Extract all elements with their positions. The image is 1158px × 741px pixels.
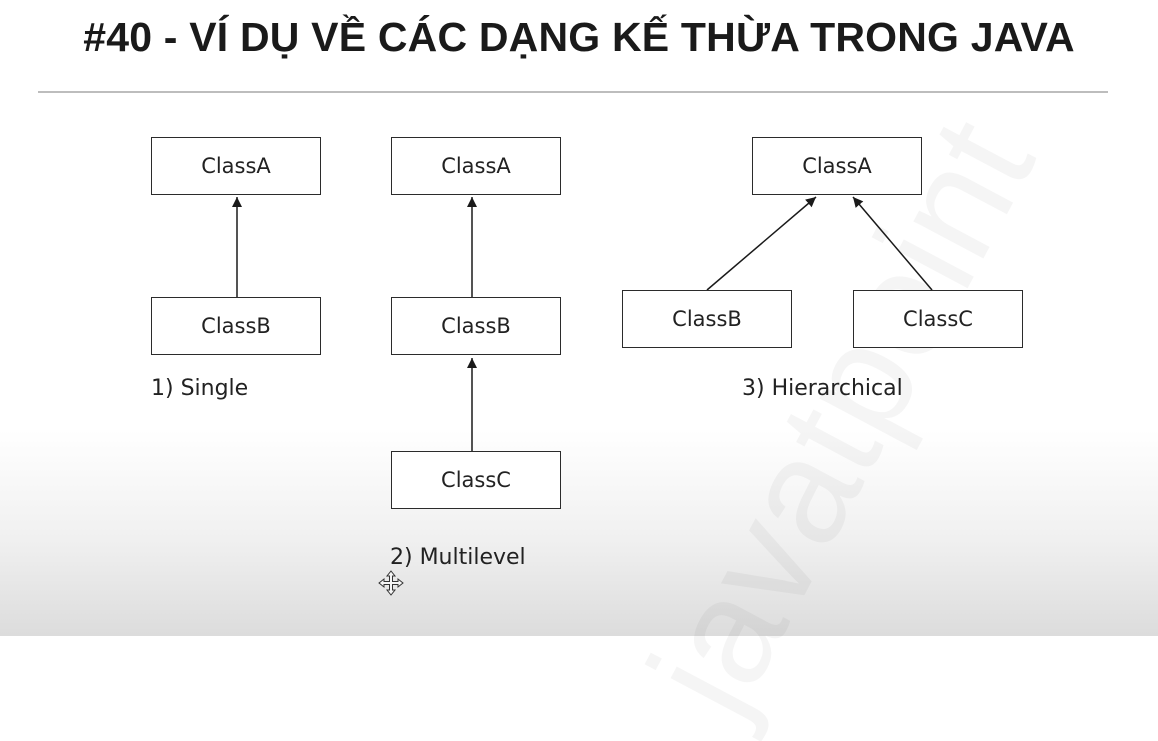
hierarchical-class-a: ClassA <box>752 137 922 195</box>
hierarchical-class-b: ClassB <box>622 290 792 348</box>
caption-single: 1) Single <box>151 376 249 401</box>
caption-hierarchical: 3) Hierarchical <box>742 376 903 401</box>
multilevel-class-c: ClassC <box>391 451 561 509</box>
hierarchical-class-c: ClassC <box>853 290 1023 348</box>
multilevel-class-b: ClassB <box>391 297 561 355</box>
arrow-hierarchical-b-to-a <box>706 196 817 291</box>
inheritance-arrows <box>232 196 933 451</box>
caption-multilevel: 2) Multilevel <box>390 545 526 570</box>
multilevel-class-a: ClassA <box>391 137 561 195</box>
arrow-hierarchical-c-to-a <box>852 196 933 291</box>
single-class-a: ClassA <box>151 137 321 195</box>
title-divider <box>38 91 1108 93</box>
move-cursor-icon <box>378 570 404 596</box>
page-title: #40 - VÍ DỤ VỀ CÁC DẠNG KẾ THỪA TRONG JA… <box>83 14 1075 60</box>
single-class-b: ClassB <box>151 297 321 355</box>
